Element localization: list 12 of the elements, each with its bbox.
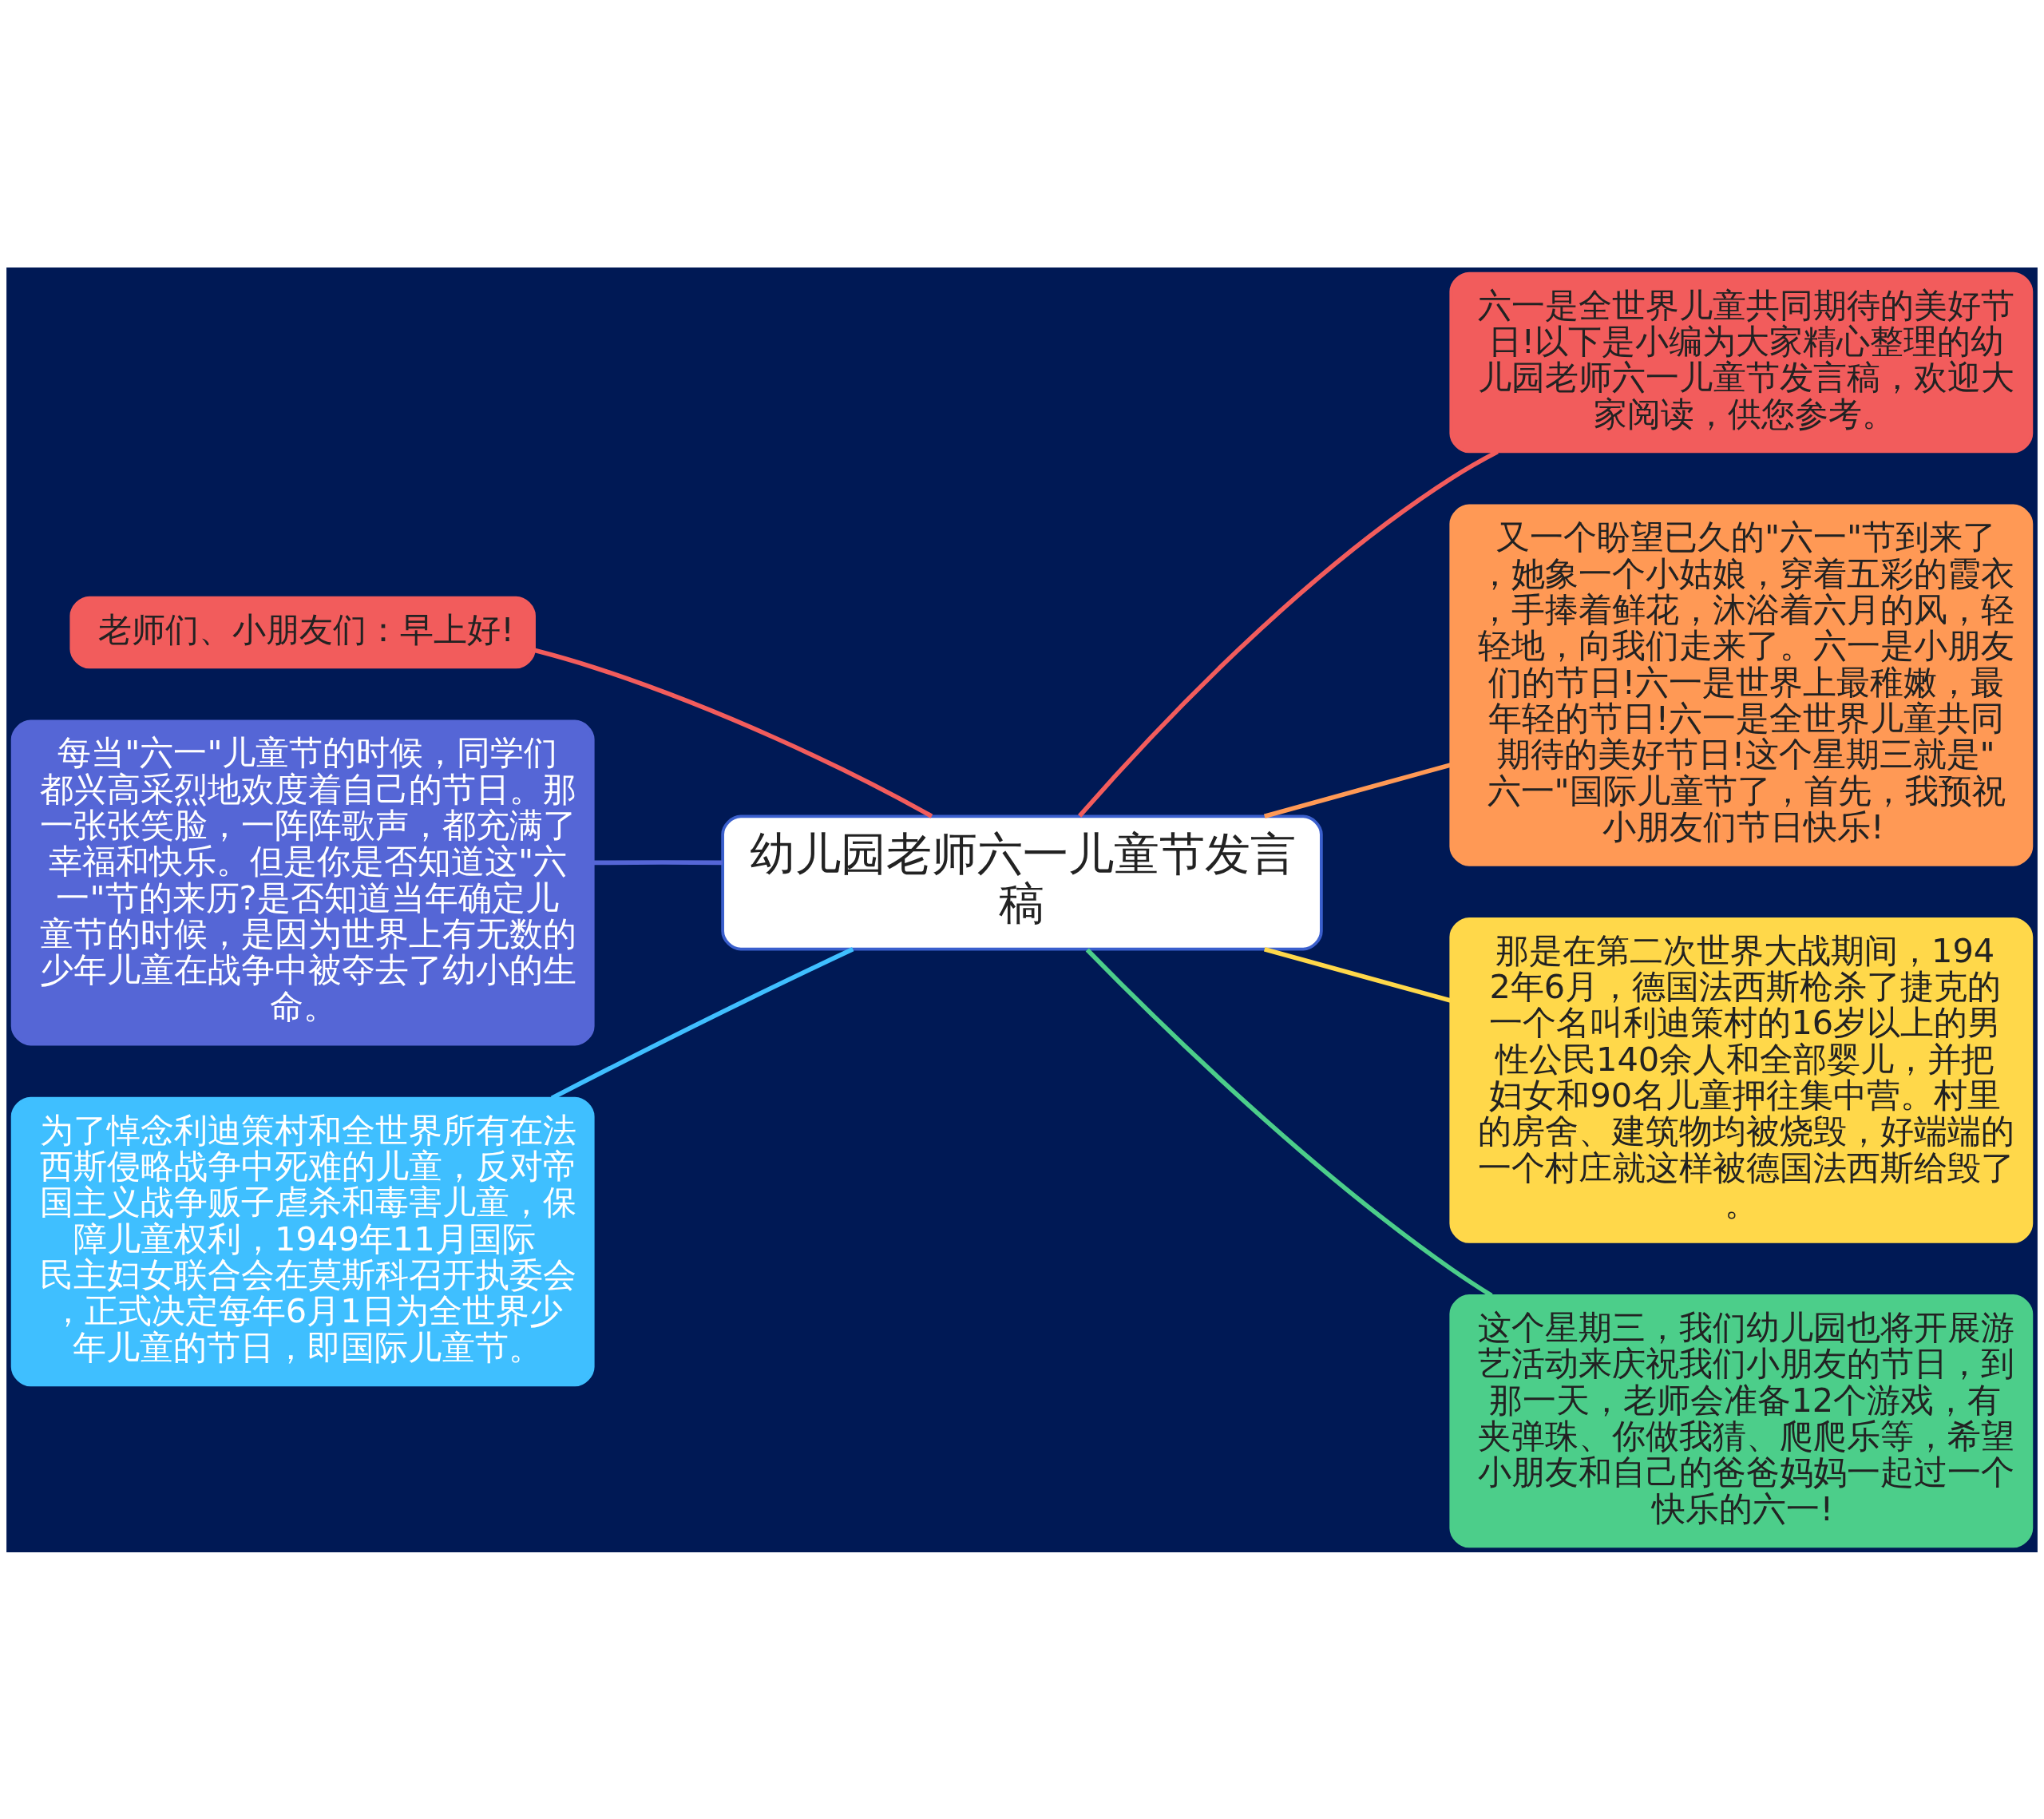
- connector: [533, 648, 933, 818]
- node-box: 老师们、小朋友们：早上好!: [69, 596, 536, 668]
- node-box: 又一个盼望已久的"六一"节到来了，她象一个小姑娘，穿着五彩的霞衣，手捧着鲜花，沐浴着六月的风，轻轻地，向我们走来了。六一是小朋友们的节日!六一是世界上最稚嫩，最年轻的节日!六一是全世界儿童共同期待的美好节日!这个星期三就是"六一"国际儿童节了，首先，我预祝小朋友们节日快乐!: [1449, 504, 2034, 866]
- connector: [1263, 762, 1452, 818]
- node-box: 六一是全世界儿童共同期待的美好节日!以下是小编为大家精心整理的幼儿园老师六一儿童节发言稿，欢迎大家阅读，供您参考。: [1449, 271, 2034, 453]
- node-box: 为了悼念利迪策村和全世界所有在法西斯侵略战争中死难的儿童，反对帝国主义战争贩子虐杀和毒害儿童，保障儿童权利，1949年11月国际民主妇女联合会在莫斯科召开执委会，正式决定每年6月1日为全世界少年儿童的节日，即国际儿童节。: [10, 1096, 595, 1386]
- connector: [1263, 946, 1452, 1003]
- node-box: 幼儿园老师六一儿童节发言稿: [721, 814, 1323, 950]
- node-box: 那是在第二次世界大战期间，1942年6月，德国法西斯枪杀了捷克的一个名叫利迪策村的16岁以上的男性公民140余人和全部婴儿，并把妇女和90名儿童押往集中营。村里的房舍、建筑物均被烧毁，好端端的一个村庄就这样被德国法西斯给毁了。: [1449, 917, 2034, 1243]
- node-box: 这个星期三，我们幼儿园也将开展游艺活动来庆祝我们小朋友的节日，到那一天，老师会准备12个游戏，有夹弹珠、你做我猜、爬爬乐等，希望小朋友和自己的爸爸妈妈一起过一个快乐的六一!: [1449, 1294, 2034, 1548]
- connector: [593, 859, 723, 865]
- node-box: 每当"六一"儿童节的时候，同学们都兴高采烈地欢度着自己的节日。那一张张笑脸，一阵阵歌声，都充满了幸福和快乐。但是你是否知道这"六一"节的来历?是否知道当年确定儿童节的时候，是因为世界上有无数的少年儿童在战争中被夺去了幼小的生命。: [10, 719, 595, 1045]
